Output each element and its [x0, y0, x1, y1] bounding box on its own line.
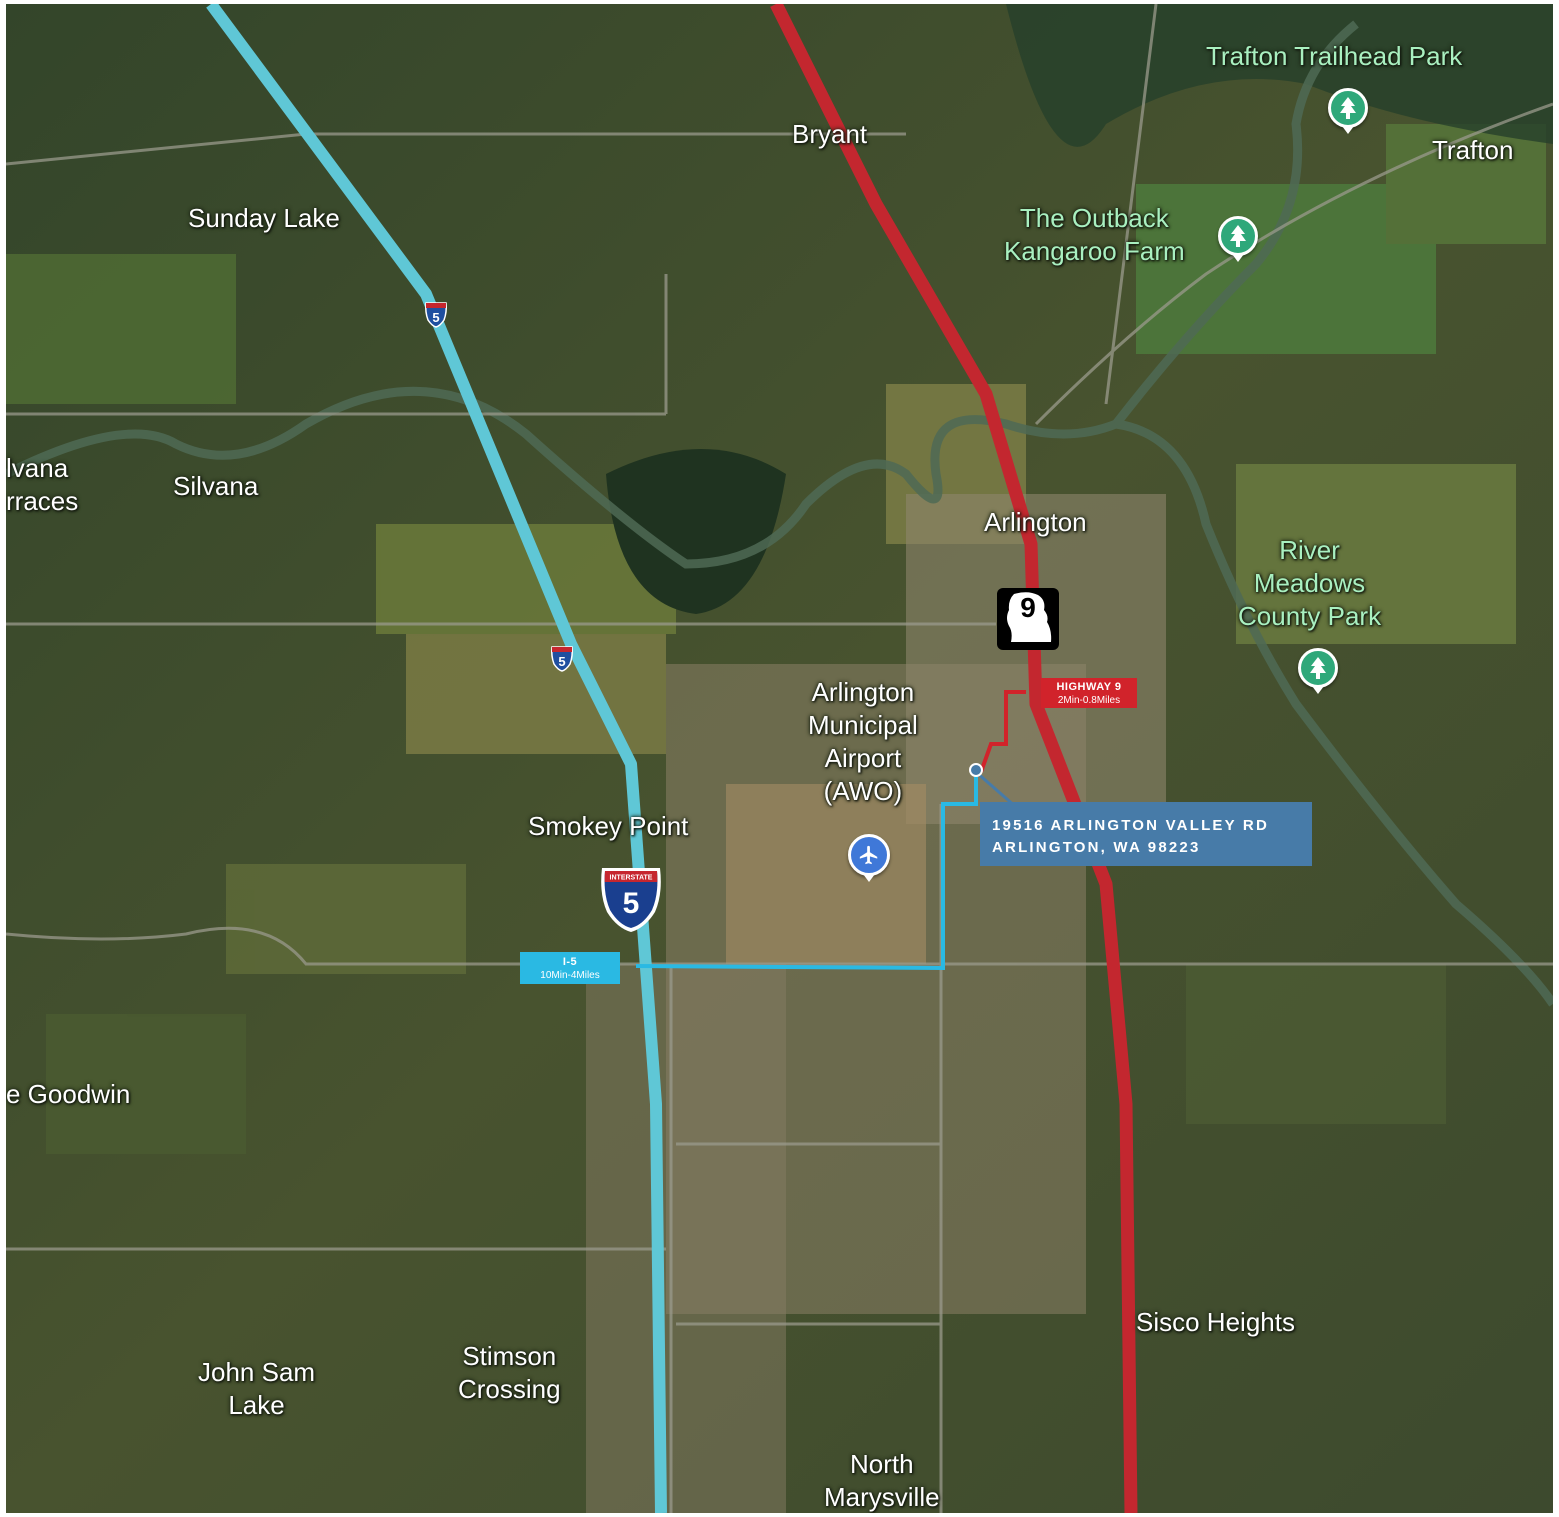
property-address-callout[interactable]: 19516 ARLINGTON VALLEY RD ARLINGTON, WA … [980, 802, 1312, 866]
route-label-title: HIGHWAY 9 [1056, 681, 1122, 693]
place-label-line: Crossing [458, 1374, 561, 1404]
airport-pin[interactable] [848, 834, 890, 882]
place-label-north-marysville[interactable]: North Marysville [824, 1448, 940, 1513]
place-label-sisco-heights[interactable]: Sisco Heights [1136, 1307, 1295, 1337]
park-pin-trafton-trailhead[interactable] [1328, 88, 1368, 134]
airplane-icon [859, 845, 878, 865]
place-label-line: Marysville [824, 1482, 940, 1512]
place-label-line: Meadows [1253, 568, 1366, 598]
place-label-arlington[interactable]: Arlington [984, 507, 1087, 537]
shield-number: 5 [558, 654, 565, 669]
address-line-2: ARLINGTON, WA 98223 [992, 839, 1201, 856]
place-label-line: The Outback [1019, 203, 1169, 233]
route-label-subtitle: 10Min-4Miles [540, 970, 600, 981]
place-label-line: County Park [1238, 601, 1382, 631]
route-label-title: I-5 [562, 956, 578, 968]
forest-area [606, 449, 786, 614]
place-label-silvana-left[interactable]: lvana rraces [6, 452, 78, 518]
place-label-line: Stimson [462, 1341, 557, 1371]
place-label-line: Arlington [811, 677, 915, 707]
place-label-outback-kangaroo-farm[interactable]: The Outback Kangaroo Farm [1004, 202, 1185, 268]
tree-icon [1340, 97, 1356, 119]
route-to-i5 [635, 772, 978, 971]
place-label-trafton[interactable]: Trafton [1432, 135, 1514, 165]
route-to-highway9 [979, 690, 1026, 773]
place-label-line: Airport [824, 743, 902, 773]
i5-small-shield-icon: 5 [425, 302, 447, 328]
place-label-stimson-crossing[interactable]: Stimson Crossing [458, 1340, 561, 1406]
park-pin-river-meadows[interactable] [1298, 648, 1338, 694]
place-label-arlington-airport[interactable]: Arlington Municipal Airport (AWO) [808, 676, 918, 808]
place-label-line: lvana [6, 453, 69, 483]
shield-number: 5 [432, 310, 439, 325]
i5-route-label[interactable]: I-5 10Min-4Miles [520, 952, 620, 984]
urban-areas [586, 494, 1166, 1513]
place-label-smokey-point[interactable]: Smokey Point [528, 811, 689, 841]
sr9-shield-icon[interactable]: 9 [997, 588, 1059, 650]
place-label-silvana[interactable]: Silvana [173, 471, 259, 501]
place-label-river-meadows[interactable]: River Meadows County Park [1238, 534, 1381, 633]
i5-highway [206, 4, 667, 1513]
highway9-route-label[interactable]: HIGHWAY 9 2Min-0.8Miles [1041, 678, 1137, 708]
route-label-subtitle: 2Min-0.8Miles [1057, 695, 1121, 706]
place-label-line: (AWO) [823, 776, 903, 806]
map-base-layer [6, 4, 1553, 1513]
place-label-sunday-lake[interactable]: Sunday Lake [188, 203, 340, 233]
property-location-dot-icon[interactable] [969, 763, 983, 777]
tree-icon [1310, 657, 1326, 679]
place-label-john-sam-lake[interactable]: John Sam Lake [198, 1356, 315, 1422]
place-label-line: rraces [6, 486, 79, 516]
place-label-line: Municipal [808, 710, 918, 740]
place-label-goodwin[interactable]: e Goodwin [6, 1079, 131, 1109]
address-connector [975, 770, 1017, 809]
address-line-1: 19516 ARLINGTON VALLEY RD [992, 817, 1269, 834]
shield-top-text: INTERSTATE [610, 875, 653, 882]
place-label-bryant[interactable]: Bryant [792, 119, 868, 149]
tree-icon [1230, 225, 1246, 247]
shield-number: 9 [1020, 592, 1036, 623]
place-label-line: North [850, 1449, 914, 1479]
place-label-line: John Sam [198, 1357, 316, 1387]
park-pin-outback-kangaroo-farm[interactable] [1218, 216, 1258, 262]
place-label-line: Lake [228, 1390, 285, 1420]
i5-small-shield-icon: 5 [551, 646, 573, 672]
place-label-line: River [1279, 535, 1340, 565]
place-label-trafton-trailhead[interactable]: Trafton Trailhead Park [1206, 41, 1463, 71]
shield-number: 5 [623, 887, 640, 920]
place-label-line: Kangaroo Farm [1004, 236, 1185, 266]
satellite-map[interactable]: Trafton Trailhead Park Trafton Bryant Su… [6, 4, 1553, 1513]
washington-head-icon [1007, 592, 1052, 642]
interstate-5-shield-icon[interactable]: INTERSTATE 5 [599, 866, 663, 934]
